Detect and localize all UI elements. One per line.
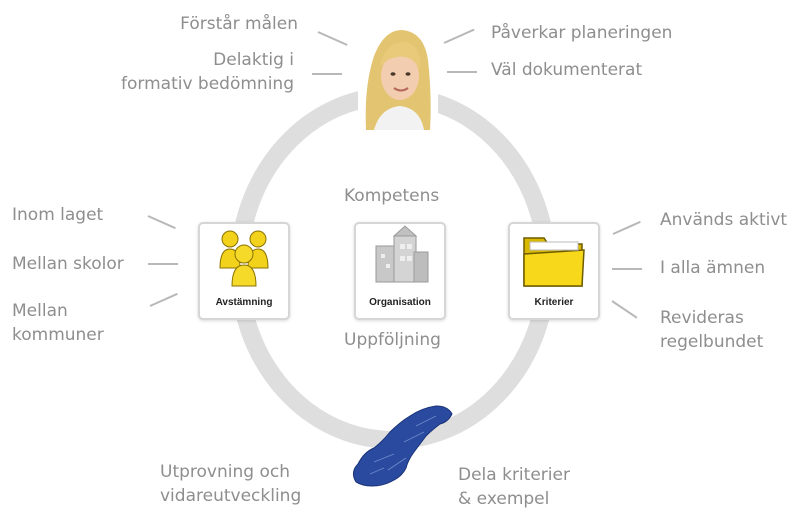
connector-line — [312, 73, 342, 75]
kriterier-label: Kriterier — [534, 297, 574, 308]
buildings-icon — [375, 225, 429, 283]
connector-line — [612, 268, 642, 270]
label-anvands-aktivt: Används aktivt — [660, 210, 788, 230]
label-revideras: Revideras regelbundet — [660, 308, 764, 352]
label-mellan-skolor: Mellan skolor — [12, 254, 124, 274]
organisation-label: Organisation — [369, 297, 431, 308]
folder-icon — [523, 237, 585, 287]
label-i-alla-amnen: I alla ämnen — [660, 258, 766, 278]
sweden-map-icon — [352, 405, 453, 487]
organisation-card[interactable]: Organisation — [354, 222, 446, 320]
label-dela-kriterier: Dela kriterier & exempel — [458, 465, 570, 509]
avstamning-label: Avstämning — [215, 297, 273, 308]
label-inom-laget: Inom laget — [12, 205, 104, 225]
label-delaktig: Delaktig i formativ bedömning — [121, 50, 294, 94]
label-mellan-kommuner: Mellan kommuner — [12, 301, 104, 345]
label-paverkar-planeringen: Påverkar planeringen — [491, 23, 673, 43]
label-uppfoljning: Uppföljning — [344, 330, 441, 350]
label-forstar-malen: Förstår målen — [180, 14, 298, 34]
people-icon — [219, 230, 269, 287]
avstamning-card[interactable]: Avstämning — [198, 222, 290, 320]
label-kompetens: Kompetens — [344, 186, 440, 206]
connector-line — [447, 71, 477, 73]
label-val-dokumenterat: Väl dokumenterat — [491, 60, 643, 80]
kriterier-card[interactable]: Kriterier — [508, 222, 600, 320]
label-utprovning: Utprovning och vidareutveckling — [160, 462, 302, 506]
student-portrait — [358, 26, 438, 130]
connector-line — [148, 263, 178, 265]
